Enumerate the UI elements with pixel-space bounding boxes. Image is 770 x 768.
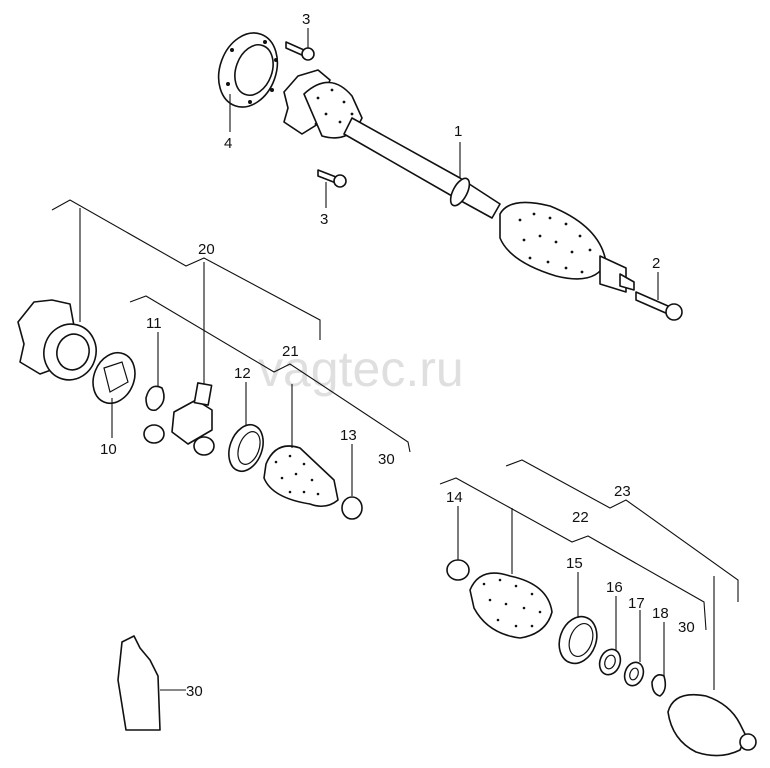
bolt-part-2: [635, 291, 683, 321]
callout-12: 12: [234, 365, 251, 382]
bolt-part-3-bottom: [317, 169, 347, 188]
callout-4: 4: [224, 135, 232, 152]
callout-labels: 1 2 3 3 4 10 11 12 13 14 15 16 17 18 20 …: [100, 11, 695, 700]
boot-part-21: [263, 445, 339, 508]
flange-plate-part-4: [217, 32, 279, 108]
callout-23: 23: [614, 483, 631, 500]
callout-22: 22: [572, 509, 589, 526]
leader-lines: [51, 28, 739, 691]
callout-20: 20: [198, 241, 215, 258]
callout-10: 10: [100, 441, 117, 458]
callout-3-top: 3: [302, 11, 310, 28]
washer-part-17: [623, 661, 645, 687]
callout-11: 11: [146, 315, 162, 332]
callout-30-group-21: 30: [378, 451, 395, 468]
cover-ring-part-10: [92, 351, 136, 405]
callout-14: 14: [446, 489, 463, 506]
callout-3-bottom: 3: [320, 211, 328, 228]
circlip-part-18: [651, 674, 667, 697]
callout-17: 17: [628, 595, 645, 612]
callout-30-group-22: 30: [678, 619, 695, 636]
clamp-part-15: [558, 615, 598, 665]
callout-1: 1: [454, 123, 462, 140]
callout-2: 2: [652, 255, 660, 272]
clamp-part-12: [228, 423, 264, 473]
callout-18: 18: [652, 605, 669, 622]
grease-tube-part-30: [117, 635, 161, 731]
clamp-part-13: [341, 496, 363, 520]
washer-part-16: [598, 648, 622, 676]
boot-part-22: [469, 572, 553, 639]
circlip-part-11: [145, 385, 165, 412]
drive-shaft-part-1: [283, 69, 635, 293]
joint-housing-part-20: [17, 299, 97, 381]
callout-16: 16: [606, 579, 623, 596]
clamp-part-14: [446, 559, 470, 581]
callout-21: 21: [282, 343, 299, 360]
outer-joint-part-23: [667, 693, 757, 757]
bolt-part-3-top: [285, 41, 315, 61]
callout-13: 13: [340, 427, 357, 444]
callout-30-grease: 30: [186, 683, 203, 700]
joint-spider: [143, 382, 215, 456]
callout-15: 15: [566, 555, 583, 572]
